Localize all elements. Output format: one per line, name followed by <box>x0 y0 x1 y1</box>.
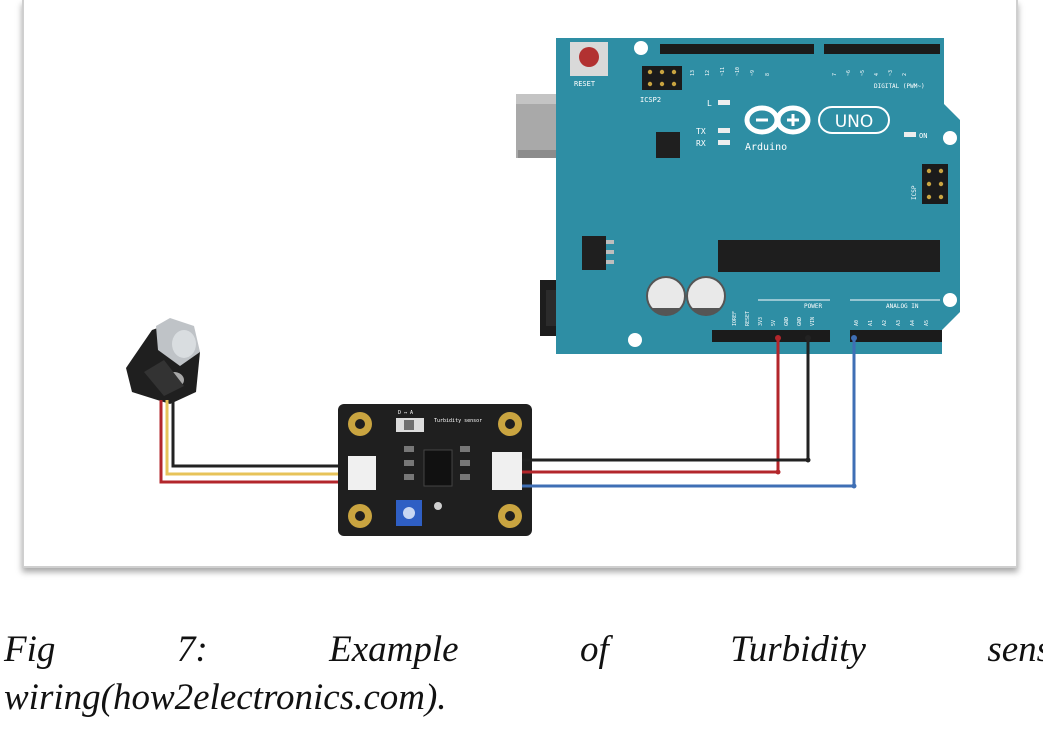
digital-label: DIGITAL (PWM~) <box>874 83 925 90</box>
output-connector <box>492 452 522 490</box>
icsp2-label: ICSP2 <box>640 96 661 104</box>
icsp2-header <box>642 66 682 90</box>
analog-pin-label: A1 <box>868 320 874 326</box>
figure-frame: RESET ICSP2 13 12 ~11 ~10 ~9 8 7 ~6 ~5 4 ~3 2 DIGIT… <box>22 0 1018 568</box>
probe-connector <box>348 456 376 490</box>
led-rx-label: RX <box>696 139 706 148</box>
arduino-uno-board: RESET ICSP2 13 12 ~11 ~10 ~9 8 7 ~6 ~5 4 ~3 2 DIGIT… <box>556 38 960 354</box>
arduino-logo-icon <box>744 105 890 135</box>
analog-pin-label: A4 <box>910 320 916 326</box>
turbidity-probe <box>126 318 200 404</box>
mounting-hole <box>634 41 648 55</box>
led-on <box>904 132 916 137</box>
caption-word: of <box>579 629 609 670</box>
reset-button[interactable] <box>570 42 608 76</box>
led-l-label: L <box>707 99 712 108</box>
analog-label: ANALOG IN <box>886 303 919 310</box>
digital-pin-label: 2 <box>902 73 908 76</box>
mounting-hole <box>943 131 957 145</box>
power-label: POWER <box>804 303 822 310</box>
caption-word: Fig <box>4 629 56 670</box>
wiring-diagram: RESET ICSP2 13 12 ~11 ~10 ~9 8 7 ~6 ~5 4 ~3 2 DIGIT… <box>126 38 960 536</box>
icsp-label: ICSP <box>911 185 918 200</box>
caption-word: sensor <box>987 629 1043 670</box>
power-header <box>712 330 830 342</box>
figure-caption-line-1: Fig 7: Example of Turbidity sensor <box>4 628 1043 671</box>
figure-caption-line-2: wiring(how2electronics.com). <box>4 677 447 718</box>
digital-header <box>660 44 940 54</box>
digital-pin-label: ~11 <box>720 67 726 76</box>
analog-pin-labels: A0 A1 A2 A3 A4 A5 <box>854 320 930 326</box>
power-pin-label: GND <box>797 317 803 326</box>
led-tx-label: TX <box>696 127 706 136</box>
probe-cable <box>159 400 342 484</box>
module-label: Turbidity sensor <box>434 418 482 424</box>
caption-word: Example <box>329 629 459 670</box>
icsp-header <box>922 164 948 204</box>
analog-pin-label: A0 <box>854 320 860 326</box>
digital-pin-label: 4 <box>874 73 880 76</box>
digital-pin-label: ~9 <box>750 70 756 76</box>
capacitor <box>646 276 686 316</box>
power-pin-label: RESET <box>745 311 751 326</box>
turbidity-module <box>338 404 532 536</box>
analog-pin-label: A3 <box>896 320 902 326</box>
caption-word: 7: <box>176 629 208 670</box>
digital-pin-label: ~3 <box>888 70 894 76</box>
usb-chip <box>656 132 680 158</box>
power-pin-label: 3V3 <box>758 317 764 326</box>
digital-pin-label: 7 <box>832 73 838 76</box>
mounting-hole <box>943 293 957 307</box>
reset-label: RESET <box>574 80 596 88</box>
digital-pin-label: ~5 <box>860 70 866 76</box>
analog-pin-label: A5 <box>924 320 930 326</box>
digital-pin-label: 8 <box>765 73 771 76</box>
power-pin-label: GND <box>784 317 790 326</box>
power-pin-label: VIN <box>810 317 816 326</box>
led-rx <box>718 140 730 145</box>
digital-pin-label: ~6 <box>846 70 852 76</box>
digital-pin-label: 12 <box>705 70 711 76</box>
module-ic <box>423 449 453 487</box>
caption-word: Turbidity <box>730 629 866 670</box>
digital-pin-label: ~10 <box>735 67 741 76</box>
mounting-hole <box>628 333 642 347</box>
power-pin-label: IOREF <box>732 311 738 326</box>
power-pin-label: 5V <box>771 320 777 326</box>
wire-5v-red <box>522 335 781 475</box>
digital-pin-labels: 13 12 ~11 ~10 ~9 8 7 ~6 ~5 4 ~3 2 <box>690 67 908 76</box>
atmega-chip <box>718 240 940 272</box>
switch-label: D ↔ A <box>398 410 413 416</box>
digital-pin-label: 13 <box>690 70 696 76</box>
led-l <box>718 100 730 105</box>
on-label: ON <box>919 132 927 140</box>
led-tx <box>718 128 730 133</box>
power-pin-labels: IOREF RESET 3V3 5V GND GND VIN <box>732 311 816 326</box>
wire-signal-blue <box>522 335 857 489</box>
logo-uno-text: UNO <box>835 112 874 132</box>
analog-header <box>850 330 942 342</box>
voltage-regulator <box>582 236 614 270</box>
analog-pin-label: A2 <box>882 320 888 326</box>
capacitor <box>686 276 726 316</box>
wire-gnd-black <box>522 335 811 463</box>
logo-arduino-text: Arduino <box>745 142 787 153</box>
